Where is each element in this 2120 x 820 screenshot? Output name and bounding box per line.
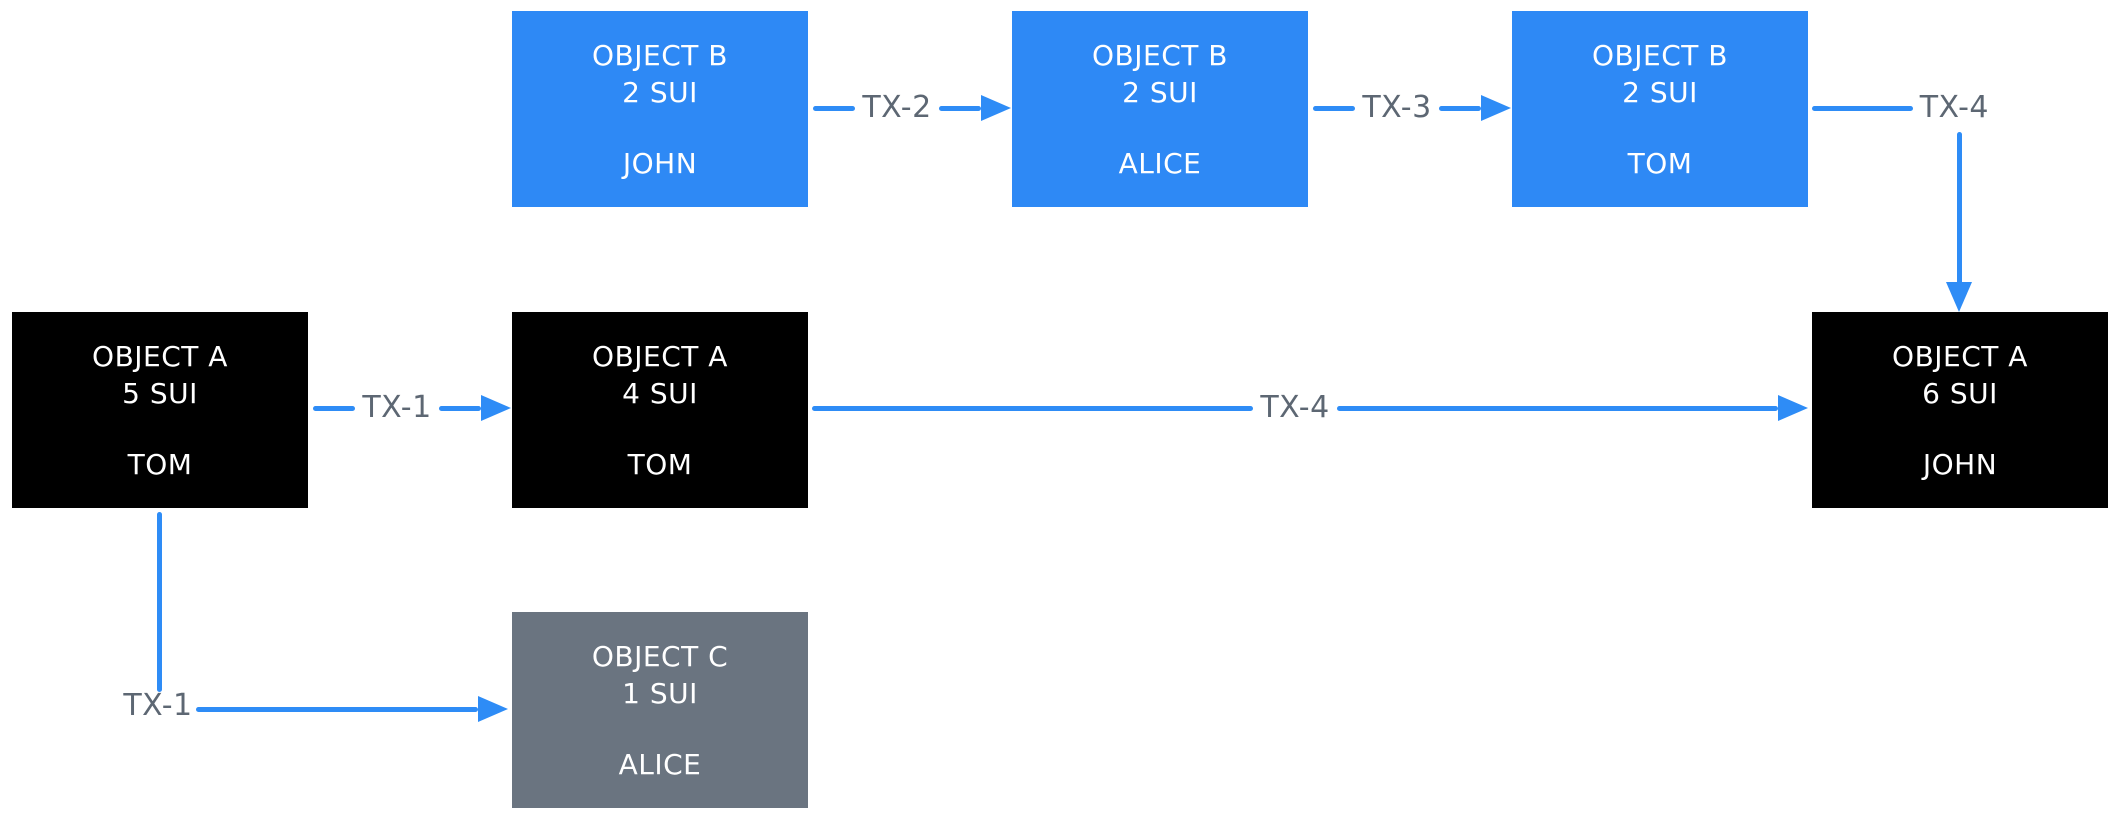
edge-tx-3: TX-3 xyxy=(1313,90,1512,126)
edge-line xyxy=(813,105,856,111)
node-owner: TOM xyxy=(627,447,693,481)
edge-tx-2-label: TX-2 xyxy=(862,90,932,125)
node-amount: 6 SUI xyxy=(1922,376,1998,410)
edge-line xyxy=(438,405,482,411)
arrowhead-right-icon xyxy=(478,696,508,722)
node-title: OBJECT C xyxy=(591,639,729,673)
node-owner: ALICE xyxy=(618,747,702,781)
edge-tx-4-long: TX-4 xyxy=(812,390,1809,426)
node-owner: TOM xyxy=(127,447,193,481)
node-amount: 2 SUI xyxy=(622,75,698,109)
edge-tx-4-top: TX-4 xyxy=(1812,90,1996,126)
node-owner: TOM xyxy=(1627,146,1693,180)
edge-tx-4-long-label: TX-4 xyxy=(1260,390,1330,425)
node-object-a-tom-5: OBJECT A 5 SUI TOM xyxy=(12,312,308,508)
edge-line xyxy=(1438,105,1482,111)
arrowhead-right-icon xyxy=(1778,395,1809,421)
edge-tx-3-label: TX-3 xyxy=(1362,90,1432,125)
edge-line xyxy=(313,405,356,411)
node-title: OBJECT B xyxy=(1592,38,1728,72)
edge-line xyxy=(812,405,1254,411)
edge-line xyxy=(1313,105,1356,111)
node-title: OBJECT A xyxy=(1892,339,2028,373)
node-title: OBJECT A xyxy=(592,339,728,373)
edge-tx-4-top-label: TX-4 xyxy=(1919,90,1989,125)
node-amount: 2 SUI xyxy=(1622,75,1698,109)
edge-line xyxy=(196,706,478,712)
edge-tx-1-down xyxy=(196,691,508,727)
edge-line xyxy=(938,105,982,111)
node-title: OBJECT B xyxy=(592,38,728,72)
node-object-b-john: OBJECT B 2 SUI JOHN xyxy=(512,11,808,207)
node-object-c-alice: OBJECT C 1 SUI ALICE xyxy=(512,612,808,808)
arrowhead-right-icon xyxy=(981,95,1012,121)
edge-tx-1-mid: TX-1 xyxy=(313,390,512,426)
node-object-a-john-6: OBJECT A 6 SUI JOHN xyxy=(1812,312,2108,508)
edge-tx-1-down-label: TX-1 xyxy=(123,688,193,723)
node-object-a-tom-4: OBJECT A 4 SUI TOM xyxy=(512,312,808,508)
node-amount: 2 SUI xyxy=(1122,75,1198,109)
node-amount: 1 SUI xyxy=(622,676,698,710)
node-amount: 5 SUI xyxy=(122,376,198,410)
edge-line xyxy=(1812,105,1913,111)
node-owner: JOHN xyxy=(1922,447,1998,481)
arrowhead-right-icon xyxy=(481,395,512,421)
edge-line xyxy=(1336,405,1779,411)
edge-tx-2: TX-2 xyxy=(813,90,1012,126)
arrowhead-right-icon xyxy=(1481,95,1512,121)
node-owner: JOHN xyxy=(622,146,698,180)
node-owner: ALICE xyxy=(1118,146,1202,180)
node-title: OBJECT A xyxy=(92,339,228,373)
node-amount: 4 SUI xyxy=(622,376,698,410)
node-title: OBJECT B xyxy=(1092,38,1228,72)
edge-tx-1-vertical-line xyxy=(157,512,162,692)
node-object-b-tom: OBJECT B 2 SUI TOM xyxy=(1512,11,1808,207)
edge-tx-4-vertical-line xyxy=(1957,132,1962,286)
edge-tx-1-mid-label: TX-1 xyxy=(362,390,432,425)
node-object-b-alice: OBJECT B 2 SUI ALICE xyxy=(1012,11,1308,207)
arrowhead-down-icon xyxy=(1946,282,1972,312)
